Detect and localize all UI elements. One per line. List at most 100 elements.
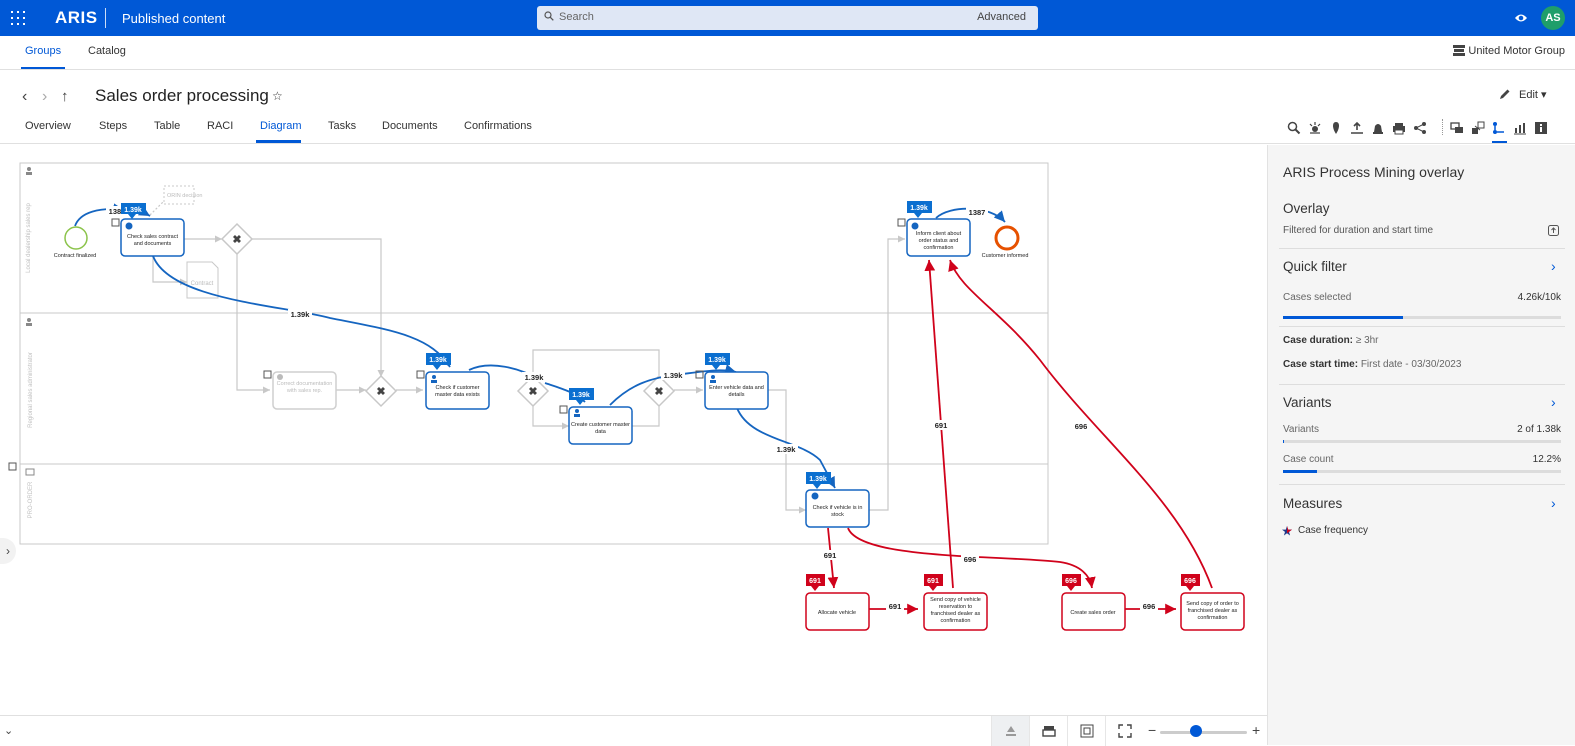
svg-text:1387: 1387 (109, 207, 126, 216)
zoom-out-button[interactable]: − (1148, 722, 1157, 738)
tab-tasks[interactable]: Tasks (328, 120, 357, 132)
star-measure-icon (1282, 526, 1292, 536)
tab-catalog[interactable]: Catalog (88, 45, 126, 57)
tab-table[interactable]: Table (154, 120, 181, 132)
highlight-icon[interactable] (1308, 121, 1322, 135)
chevron-right-icon[interactable]: › (1551, 258, 1556, 274)
zoom-search-icon[interactable] (1287, 121, 1301, 135)
edit-button[interactable]: Edit ▾ (1499, 88, 1547, 101)
building-icon (1453, 45, 1466, 56)
chart-icon[interactable] (1513, 121, 1527, 135)
zoom-slider-handle[interactable] (1190, 725, 1202, 737)
task-create-customer-master[interactable]: Create customer master data 1.39k (559, 388, 633, 445)
tab-confirmations[interactable]: Confirmations (464, 120, 532, 132)
svg-text:1.39k: 1.39k (809, 476, 827, 483)
gateway-xor[interactable]: ✖ (220, 222, 254, 256)
task-enter-vehicle-data[interactable]: Enter vehicle data and details 1.39k (695, 353, 769, 410)
info-icon[interactable] (1534, 121, 1548, 135)
tab-raci[interactable]: RACI (207, 120, 234, 132)
page-title: Sales order processing (95, 86, 269, 105)
edit-label: Edit (1519, 89, 1538, 101)
variants-heading[interactable]: Variants (1283, 395, 1332, 410)
expand-left-panel-button[interactable]: › (0, 538, 16, 564)
variants-value: 2 of 1.38k (1517, 424, 1561, 435)
task-check-vehicle-stock[interactable]: Check if vehicle is in stock 1.39k (805, 472, 870, 528)
toolbar-divider (1442, 119, 1443, 135)
svg-text:1.39k: 1.39k (525, 373, 545, 382)
svg-text:1.39k: 1.39k (708, 357, 726, 364)
task-correct-documentation[interactable]: Correct documentation with sales rep. (263, 370, 337, 410)
end-event[interactable]: Customer informed (982, 225, 1029, 259)
edge-label: 696 (1072, 421, 1090, 431)
apps-grid-icon[interactable] (11, 11, 25, 25)
star-icon[interactable]: ☆ (272, 89, 283, 103)
properties-icon[interactable] (1471, 121, 1485, 135)
active-tab-underline (256, 140, 301, 143)
forward-arrow-icon[interactable]: › (42, 88, 48, 105)
gateway-xor[interactable]: ✖ (642, 374, 676, 408)
task-check-customer-master[interactable]: Check if customer master data exists 1.3… (416, 353, 490, 410)
overlay-heading: Overlay (1283, 201, 1330, 216)
avatar[interactable]: AS (1541, 6, 1565, 30)
export-icon[interactable] (1548, 225, 1559, 236)
gateway-xor[interactable]: ✖ (516, 374, 550, 408)
tab-diagram[interactable]: Diagram (260, 120, 302, 132)
chevron-right-icon[interactable]: › (1551, 394, 1556, 410)
fit-to-screen-button[interactable] (1067, 716, 1105, 746)
task-create-sales-order[interactable]: Create sales order 696 (1061, 574, 1126, 631)
eye-icon[interactable] (1514, 12, 1528, 24)
chevron-down-icon[interactable]: ⌄ (4, 725, 14, 737)
print-icon[interactable] (1392, 121, 1406, 135)
edge-label: 691 (821, 550, 839, 560)
tab-steps[interactable]: Steps (99, 120, 128, 132)
top-bar: ARIS Published content Search Advanced A… (0, 0, 1575, 36)
pin-icon[interactable] (1329, 121, 1343, 135)
process-mining-icon[interactable] (1492, 121, 1506, 135)
active-tab-underline (21, 67, 65, 69)
zoom-slider-track[interactable] (1160, 731, 1247, 734)
svg-text:✖: ✖ (654, 386, 663, 398)
up-arrow-icon[interactable]: ↑ (61, 88, 69, 105)
tab-overview[interactable]: Overview (25, 120, 71, 132)
task-send-copy-order[interactable]: Send copy of order to franchised dealer … (1180, 574, 1245, 631)
doc-orin-decision[interactable]: ORIN decision (163, 185, 202, 205)
comments-icon[interactable] (1450, 121, 1464, 135)
task-inform-client[interactable]: Inform client about order status and con… (897, 201, 971, 257)
task-allocate-vehicle[interactable]: Allocate vehicle 691 (805, 574, 870, 631)
lane-label: Regional sales administrator (28, 352, 34, 428)
task-send-copy-reservation[interactable]: Send copy of vehicle reservation to fran… (923, 574, 988, 631)
measures-heading[interactable]: Measures (1283, 496, 1343, 511)
org-selector[interactable]: United Motor Group (1453, 45, 1565, 57)
org-name: United Motor Group (1468, 45, 1565, 57)
svg-text:1387: 1387 (969, 208, 986, 217)
quick-filter-heading[interactable]: Quick filter (1283, 259, 1347, 274)
edge-label: 691 (886, 601, 904, 611)
upload-icon[interactable] (1350, 121, 1364, 135)
task-check-sales-contract[interactable]: Check sales contract and documents 1.39k (111, 203, 185, 257)
search-input[interactable]: Search Advanced (537, 6, 1038, 30)
panel-title: ARIS Process Mining overlay (1283, 164, 1465, 180)
share-icon[interactable] (1413, 121, 1427, 135)
brand-logo[interactable]: ARIS (55, 8, 98, 27)
start-event[interactable]: Contract finalized (54, 226, 97, 259)
tab-documents[interactable]: Documents (382, 120, 438, 132)
alert-icon[interactable] (1371, 121, 1385, 135)
svg-text:ORIN decision: ORIN decision (167, 193, 202, 199)
gateway-xor[interactable]: ✖ (364, 374, 398, 408)
app-title[interactable]: Published content (122, 11, 226, 26)
svg-text:691: 691 (824, 551, 837, 560)
process-diagram[interactable]: Local dealership sales rep Regional sale… (0, 145, 1267, 715)
print-preview-button[interactable] (1029, 716, 1067, 746)
minimap-button[interactable] (991, 716, 1029, 746)
diagram-canvas[interactable]: Local dealership sales rep Regional sale… (0, 145, 1267, 715)
tab-groups[interactable]: Groups (25, 45, 62, 57)
chevron-right-icon[interactable]: › (1551, 495, 1556, 511)
variants-row: Variants 2 of 1.38k (1283, 424, 1561, 435)
fullscreen-icon (1118, 724, 1132, 738)
advanced-search-link[interactable]: Advanced (977, 11, 1026, 23)
measure-case-frequency[interactable]: Case frequency (1298, 525, 1369, 536)
zoom-in-button[interactable]: + (1252, 722, 1261, 738)
fullscreen-button[interactable] (1105, 716, 1143, 746)
back-arrow-icon[interactable]: ‹ (22, 88, 28, 105)
doc-contract[interactable]: Contract (186, 261, 219, 299)
